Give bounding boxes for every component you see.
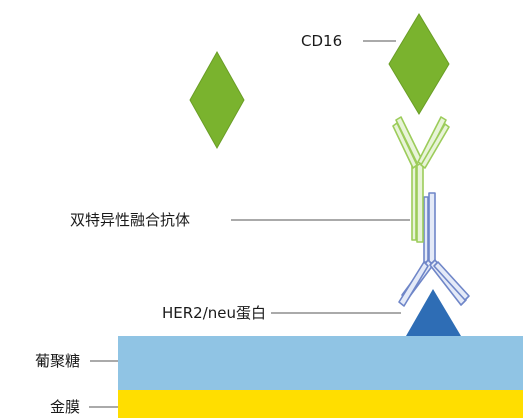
gold-film-label: 金膜: [50, 398, 80, 416]
fusion-antibody-label: 双特异性融合抗体: [70, 211, 190, 229]
dextran-label: 葡聚糖: [35, 352, 80, 370]
her2-protein-triangle: [406, 289, 461, 336]
igg-antibody: [398, 192, 470, 307]
cd16-bound-diamond: [388, 13, 450, 115]
cd16-label: CD16: [301, 32, 342, 50]
cd16-free-diamond: [189, 50, 245, 150]
dextran-layer: [118, 336, 523, 390]
her2-label: HER2/neu蛋白: [162, 304, 266, 322]
gold-film-layer: [118, 390, 523, 418]
bispecific-fusion-antibody: [392, 116, 450, 243]
